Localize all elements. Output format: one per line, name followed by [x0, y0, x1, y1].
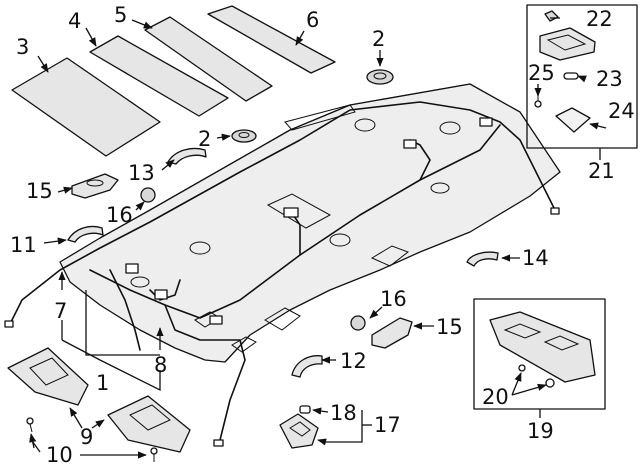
insulation-pad-6: [207, 5, 336, 74]
callout-16-left: 16: [106, 203, 133, 227]
clip-16-left: [140, 187, 156, 203]
dome-lamp-box-21: [526, 4, 638, 149]
callout-2-top: 2: [372, 27, 385, 51]
callout-5: 5: [114, 3, 127, 27]
callout-3: 3: [16, 35, 29, 59]
assist-grip-13: [167, 147, 207, 165]
callout-12: 12: [340, 349, 367, 373]
callout-15-left: 15: [26, 179, 53, 203]
callout-7: 7: [54, 299, 67, 323]
screw-10-right: [150, 447, 158, 462]
callout-10: 10: [46, 443, 73, 467]
insulation-pad-5: [144, 16, 273, 102]
grommet-2-top: [366, 69, 394, 85]
bulb-18: [299, 405, 311, 414]
screw-10-left: [26, 417, 34, 433]
insulation-pad-3: [11, 57, 161, 157]
callout-17: 17: [374, 413, 401, 437]
callout-labels: 1 2 2 3 4 5 6 7 8 9 10 11 12 13 14 15 15…: [10, 3, 635, 467]
callout-16-right: 16: [380, 287, 407, 311]
callout-4: 4: [68, 9, 81, 33]
callout-18: 18: [330, 401, 357, 425]
clip-16-right: [350, 315, 366, 331]
callout-2-left: 2: [198, 127, 211, 151]
assist-grip-12: [291, 355, 323, 378]
callout-15-right: 15: [436, 315, 463, 339]
callout-20: 20: [482, 385, 509, 409]
insulation-pad-4: [89, 35, 229, 117]
callout-25: 25: [528, 61, 555, 85]
grommet-2-left: [231, 129, 257, 143]
callout-6: 6: [306, 8, 319, 32]
sun-visor-left: [7, 347, 89, 406]
assist-grip-11: [67, 225, 104, 243]
leader-lines: [29, 17, 607, 459]
headliner-panel: [59, 83, 561, 363]
callout-8: 8: [154, 353, 167, 377]
callout-24: 24: [608, 99, 635, 123]
callout-1: 1: [96, 371, 109, 395]
bracket-15-right: [371, 317, 413, 349]
bracket-15-left: [71, 173, 119, 199]
callout-11: 11: [10, 233, 37, 257]
callout-9: 9: [80, 425, 93, 449]
callout-13: 13: [128, 161, 155, 185]
callout-14: 14: [522, 246, 549, 270]
callout-23: 23: [596, 67, 623, 91]
callout-19: 19: [527, 419, 554, 443]
map-lamp-17: [279, 413, 319, 449]
assist-grip-14: [466, 251, 499, 267]
callout-22: 22: [586, 7, 613, 31]
wiring-harness: [4, 101, 560, 447]
callout-21: 21: [588, 159, 615, 183]
sun-visor-right: [107, 395, 191, 453]
